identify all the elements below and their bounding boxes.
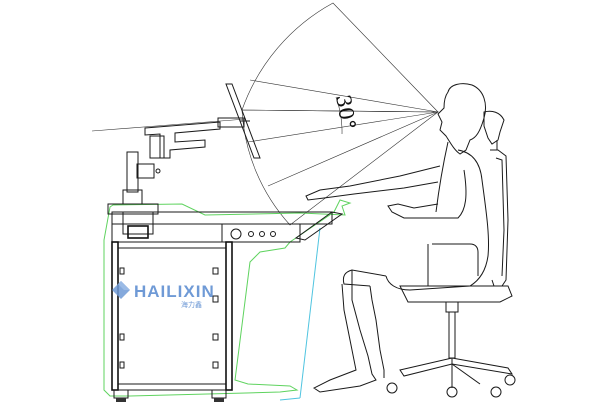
chair-wheel-1 (386, 382, 398, 394)
knob-2 (248, 231, 254, 237)
desk (103, 199, 352, 402)
viewing-cone: 30° (241, 2, 439, 226)
chair-back (490, 149, 509, 287)
support-panel-edge (299, 227, 321, 399)
eye-line (91, 118, 247, 132)
sight-line-2 (247, 111, 439, 143)
arm-pole (126, 151, 139, 193)
viewing-cone-lower (241, 109, 439, 226)
person-thigh (342, 269, 387, 287)
viewing-cone-upper (241, 2, 439, 113)
desk-wing (294, 211, 344, 241)
knob-4 (270, 231, 276, 237)
foot-left-pad (116, 398, 126, 402)
person-arm-upper (305, 165, 441, 201)
control-panel (221, 223, 301, 243)
desk-outline (103, 199, 352, 397)
arm-segments (144, 121, 221, 159)
chair-seat (399, 285, 513, 303)
knob-1 (230, 228, 242, 240)
chair-gas-lift (448, 311, 456, 359)
logo-subtitle: 海力鑫 (181, 300, 202, 309)
chair-headrest (483, 110, 505, 145)
person-head (437, 83, 486, 155)
person-torso (385, 149, 490, 291)
seated-person (305, 83, 490, 393)
chair-wheel-4 (504, 374, 516, 386)
sight-line-1 (249, 79, 439, 113)
knob-3 (259, 231, 265, 237)
angle-arc (335, 96, 343, 135)
monitor-screen (225, 83, 261, 159)
angle-label: 30° (331, 93, 361, 132)
logo-wordmark: HAILIXIN (134, 282, 215, 301)
diamond-logo-icon (112, 281, 130, 299)
chair-wheel-3 (490, 386, 502, 398)
office-chair (386, 110, 516, 398)
arm-base (107, 203, 159, 215)
hailixin-logo: HAILIXIN 海力鑫 (112, 281, 215, 309)
sight-line-3 (267, 111, 439, 187)
person-arm-lower (387, 169, 467, 219)
chair-wheel-2 (446, 386, 458, 398)
foot-left (113, 389, 129, 399)
foot-right-pad (214, 398, 224, 402)
chair-armrest (432, 243, 479, 276)
monitor-arm (91, 83, 261, 205)
person-leg (313, 270, 377, 393)
